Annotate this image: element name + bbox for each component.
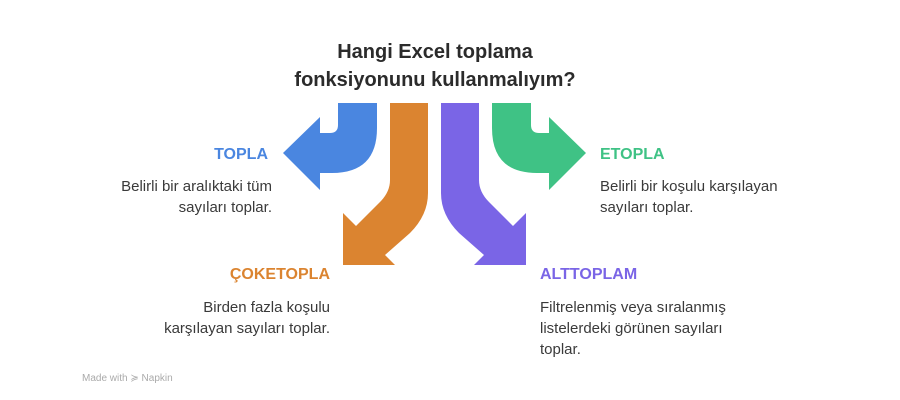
- desc-line: karşılayan sayıları toplar.: [164, 320, 330, 337]
- brand-label: Napkin: [141, 373, 173, 384]
- etopla-description: Belirli bir koşulu karşılayan sayıları t…: [600, 176, 778, 218]
- alttoplam-description: Filtrelenmiş veya sıralanmış listelerdek…: [540, 297, 726, 360]
- desc-line: Belirli bir aralıktaki tüm: [121, 178, 272, 195]
- desc-line: toplar.: [540, 341, 581, 358]
- coketopla-heading: ÇOKETOPLA: [229, 266, 330, 283]
- made-with-napkin: Made with ≽ Napkin: [82, 373, 173, 384]
- title-line: fonksiyonunu kullanmalıyım?: [294, 69, 576, 91]
- etopla-heading: ETOPLA: [600, 146, 665, 163]
- arrow-coketopla: [343, 103, 428, 265]
- arrow-alttoplam: [441, 103, 526, 265]
- desc-line: Birden fazla koşulu: [203, 299, 330, 316]
- desc-line: listelerdeki görünen sayıları: [540, 320, 723, 337]
- napkin-logo-icon: ≽: [130, 373, 139, 384]
- made-with-label: Made with: [82, 373, 128, 384]
- desc-line: sayıları toplar.: [178, 199, 272, 216]
- title-line: Hangi Excel toplama: [337, 41, 533, 63]
- coketopla-description: Birden fazla koşulu karşılayan sayıları …: [164, 297, 330, 339]
- desc-line: Filtrelenmiş veya sıralanmış: [540, 299, 726, 316]
- arrow-etopla: [492, 103, 586, 190]
- diagram-title: Hangi Excel toplama fonksiyonunu kullanm…: [0, 38, 870, 94]
- topla-heading: TOPLA: [214, 146, 268, 163]
- topla-description: Belirli bir aralıktaki tüm sayıları topl…: [121, 176, 272, 218]
- desc-line: sayıları toplar.: [600, 199, 694, 216]
- arrow-topla: [283, 103, 377, 190]
- alttoplam-heading: ALTTOPLAM: [540, 266, 638, 283]
- desc-line: Belirli bir koşulu karşılayan: [600, 178, 778, 195]
